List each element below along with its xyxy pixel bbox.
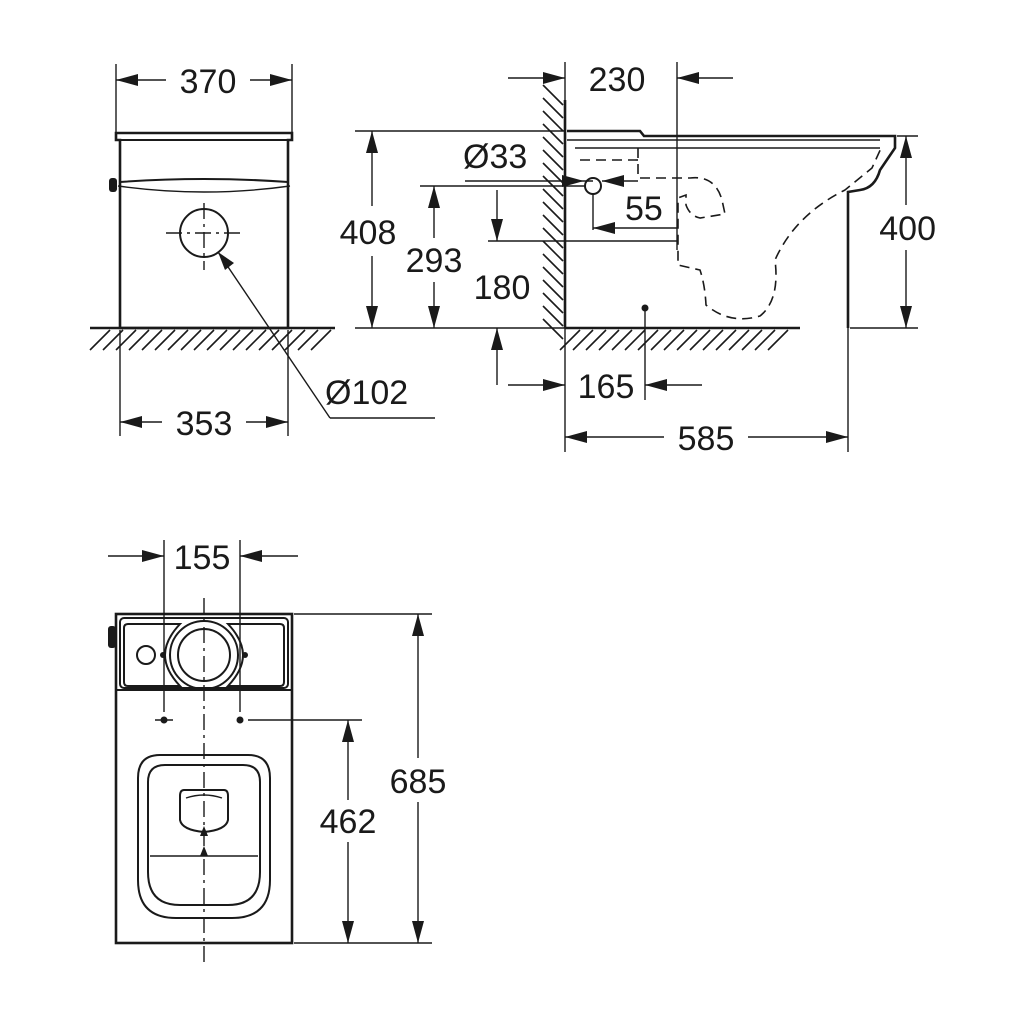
dim-side-height-total: 408 [340,130,565,329]
outlet-height-label: 180 [474,269,531,307]
hatch-line [542,162,564,184]
hatch-line [542,201,564,223]
front-width-bottom-label: 353 [176,405,233,443]
front-view: Ø102 370 353 [89,63,435,443]
hatch-line [754,329,776,351]
hatch-line [663,329,685,351]
side-view-body [567,129,897,328]
hatch-line [542,136,564,158]
dim-outlet-height: 180 [474,190,677,385]
side-wall-floor-hatch [542,84,800,351]
top-depth-label: 685 [390,763,447,801]
hatch-line [128,329,150,351]
hatch-line [542,253,564,275]
top-tank-plate [123,623,183,687]
side-knob-icon [109,178,117,192]
hatch-line [542,227,564,249]
dim-front-width-bottom: 353 [119,330,289,443]
top-inlet-circle [136,645,156,665]
hatch-line [559,329,581,351]
hatch-line [542,97,564,119]
top-view: 155 685 462 [108,539,446,962]
front-width-top-label: 370 [180,63,237,101]
side-view: 230 Ø33 55 408 293 [340,61,936,458]
hatch-line [193,329,215,351]
dim-inlet-height: 293 [406,185,585,328]
seat-height-label: 400 [879,210,936,248]
hatch-line [542,318,564,340]
top-side-knob-icon [108,626,116,648]
floor-outlet-distance-label: 165 [578,368,635,406]
hatch-line [542,305,564,327]
dim-top-depth: 685 [294,613,447,944]
hatch-line [297,329,319,351]
hatch-line [542,240,564,262]
front-view-body [114,131,294,330]
hatch-line [542,188,564,210]
dim-inlet-offset: 55 [592,190,677,234]
hatch-line [310,329,332,351]
hole-to-front-label: 462 [320,803,377,841]
hatch-line [206,329,228,351]
wall-offset-label: 230 [589,61,646,99]
hatch-line [542,214,564,236]
hatch-line [650,329,672,351]
dim-side-depth: 585 [564,328,849,458]
hatch-line [542,149,564,171]
hatch-line [702,329,724,351]
hatch-line [258,329,280,351]
hatch-line [219,329,241,351]
hatch-line [611,329,633,351]
top-hole-spacing-label: 155 [174,539,231,577]
side-depth-label: 585 [678,420,735,458]
inlet-offset-label: 55 [625,190,663,228]
hatch-line [542,110,564,132]
hatch-line [542,123,564,145]
front-floor-hatch [89,326,335,351]
dim-floor-outlet-distance: 165 [508,328,702,406]
hatch-line [585,329,607,351]
hatch-line [154,329,176,351]
dim-top-hole-spacing: 155 [108,539,298,712]
hatch-line [542,292,564,314]
hatch-line [572,329,594,351]
hatch-line [89,329,111,351]
inlet-height-label: 293 [406,242,463,280]
hatch-line [676,329,698,351]
hatch-line [141,329,163,351]
outlet-diameter-label: Ø102 [325,374,408,412]
hatch-line [689,329,711,351]
hatch-line [624,329,646,351]
hatch-line [767,329,789,351]
hatch-line [180,329,202,351]
front-tank-lid-line [119,178,289,183]
hatch-line [167,329,189,351]
fixing-hole-right [236,716,244,724]
hatch-line [245,329,267,351]
dim-wall-offset: 230 [508,61,733,250]
hatch-line [637,329,659,351]
hatch-line [542,84,564,106]
hatch-line [598,329,620,351]
dim-hole-to-front: 462 [320,720,377,943]
hatch-line [728,329,750,351]
hatch-line [232,329,254,351]
side-height-total-label: 408 [340,214,397,252]
hatch-line [741,329,763,351]
hatch-line [715,329,737,351]
dim-front-width-top: 370 [115,63,293,132]
hatch-line [542,266,564,288]
dim-seat-height: 400 [850,135,936,329]
toilet-seat-outline [137,754,271,919]
inlet-diameter-label: Ø33 [463,138,527,176]
hatch-line [542,279,564,301]
side-bowl-hidden-line [637,145,883,320]
